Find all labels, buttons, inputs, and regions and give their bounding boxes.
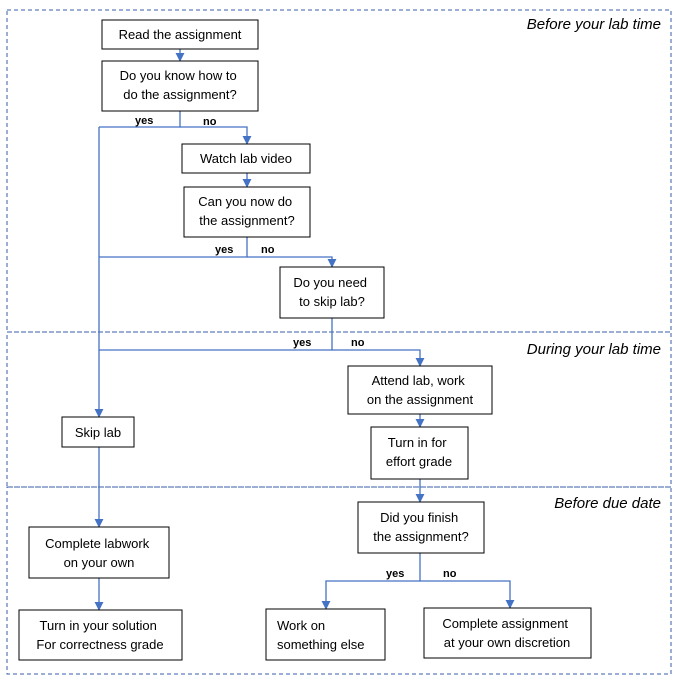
node-need-skip: Do you need to skip lab? xyxy=(279,266,385,319)
node-text-line: Did you finish xyxy=(380,510,458,525)
node-text-line: Read the assignment xyxy=(119,27,242,42)
node-text-line: Do you need xyxy=(293,275,367,290)
node-know-how: Do you know how to do the assignment? xyxy=(101,60,259,112)
label-yes-cannow: yes xyxy=(215,244,233,256)
svg-text:Attend lab, work on the: Attend lab, work on the assignment xyxy=(367,373,474,407)
node-turnin-effort: Turn in for effort grade xyxy=(370,426,469,480)
section-label-before-due: Before due date xyxy=(554,495,661,512)
label-no-needskip: no xyxy=(351,337,365,349)
node-can-now: Can you now do the assignment? xyxy=(183,186,311,238)
svg-text:Complete labwork on your: Complete labwork on your own xyxy=(45,536,153,570)
section-before-due-frame xyxy=(6,486,672,675)
edge-finish-split-no xyxy=(420,580,515,609)
section-label-before-lab: Before your lab time xyxy=(527,16,661,33)
node-text-line: something else xyxy=(277,637,364,652)
node-text-line: on the assignment xyxy=(367,392,474,407)
node-text-line: do the assignment? xyxy=(123,87,236,102)
svg-text:Skip lab: Skip lab xyxy=(75,425,121,440)
edge-know-no-to-video xyxy=(180,126,252,145)
node-did-finish: Did you finish the assignment? xyxy=(357,501,485,554)
svg-text:Read the assignment: Read the assignment xyxy=(119,27,242,42)
svg-text:Work on something else: Work on something else xyxy=(277,618,364,652)
label-yes-needskip: yes xyxy=(293,337,311,349)
svg-text:Watch lab video: Watch lab video xyxy=(200,151,292,166)
node-text-line: Turn in for xyxy=(388,435,447,450)
node-text-line: to skip lab? xyxy=(299,294,365,309)
node-text-line: the assignment? xyxy=(199,213,294,228)
node-turnin-solution: Turn in your solution For correctness gr… xyxy=(18,609,183,661)
label-yes-know: yes xyxy=(135,115,153,127)
node-text-line: Turn in your solution xyxy=(40,618,157,633)
node-text-line: Complete assignment xyxy=(442,616,568,631)
svg-text:Turn in your solution Fo: Turn in your solution For correctness gr… xyxy=(36,618,163,652)
node-watch-video: Watch lab video xyxy=(181,143,311,174)
label-no-know: no xyxy=(203,116,217,128)
edge-needskip-no-to-attend xyxy=(332,349,425,367)
edge-cannow-no-to-needskip xyxy=(247,256,337,268)
node-text-line: Can you now do xyxy=(198,194,292,209)
node-text-line: For correctness grade xyxy=(36,637,163,652)
svg-text:Do you know how to do th: Do you know how to do the assignment? xyxy=(120,68,241,102)
node-text-line: Complete labwork xyxy=(45,536,150,551)
node-skip-lab: Skip lab xyxy=(61,416,135,448)
node-text-line: Watch lab video xyxy=(200,151,292,166)
node-text-line: Attend lab, work xyxy=(372,373,466,388)
section-label-during-lab: During your lab time xyxy=(527,341,661,358)
node-text-line: the assignment? xyxy=(373,529,468,544)
node-text-line: on your own xyxy=(64,555,135,570)
svg-text:Turn in for effort grade: Turn in for effort grade xyxy=(386,435,452,469)
label-no-cannow: no xyxy=(261,244,275,256)
node-complete-labwork: Complete labwork on your own xyxy=(28,526,170,579)
edge-finish-split-yes xyxy=(321,553,421,610)
node-text-line: at your own discretion xyxy=(444,635,570,650)
connectors xyxy=(94,49,515,611)
svg-text:Can you now do the assig: Can you now do the assignment? xyxy=(198,194,296,228)
svg-text:Do you need to skip lab?: Do you need to skip lab? xyxy=(293,275,370,309)
node-attend-lab: Attend lab, work on the assignment xyxy=(347,365,493,415)
node-complete-discretion: Complete assignment at your own discreti… xyxy=(423,607,592,659)
node-text-line: effort grade xyxy=(386,454,452,469)
svg-text:Did you finish the assig: Did you finish the assignment? xyxy=(373,510,468,544)
label-yes-finish: yes xyxy=(386,568,404,580)
node-text-line: Skip lab xyxy=(75,425,121,440)
label-no-finish: no xyxy=(443,568,457,580)
svg-text:Complete assignment at y: Complete assignment at your own discreti… xyxy=(442,616,571,650)
node-work-else: Work on something else xyxy=(265,608,386,661)
node-text-line: Do you know how to xyxy=(120,68,237,83)
node-text-line: Work on xyxy=(277,618,325,633)
node-read-assignment: Read the assignment xyxy=(101,19,259,50)
